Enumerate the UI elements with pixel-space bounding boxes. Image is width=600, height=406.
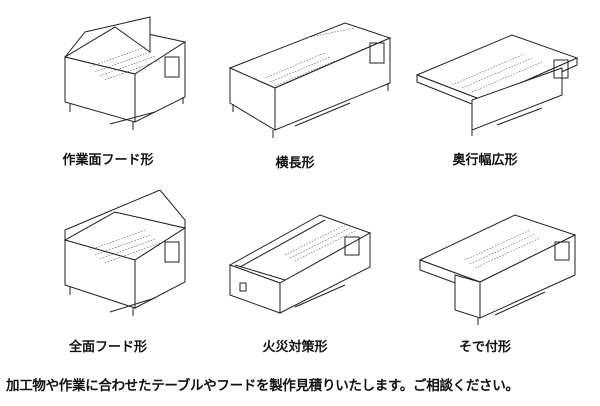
item-label: 横長形 [275,156,315,171]
item-label: そで付形 [458,340,511,355]
caption: 加工物や作業に合わせたテーブルやフードを製作見積りいたします。ご相談ください。 [6,378,519,394]
item-label: 火災対策形 [262,340,328,355]
work-surface-hood-table-illustration [63,16,187,130]
side-extension-table-illustration [418,214,577,325]
item-label: 作業面フード形 [62,153,154,168]
deep-wide-table-illustration [415,34,579,136]
full-hood-table-illustration [63,190,187,316]
fire-resistant-table-illustration [228,214,372,314]
item-label: 奥行幅広形 [452,153,518,168]
item-label: 全面フード形 [68,340,147,355]
wide-table-illustration [228,22,392,138]
